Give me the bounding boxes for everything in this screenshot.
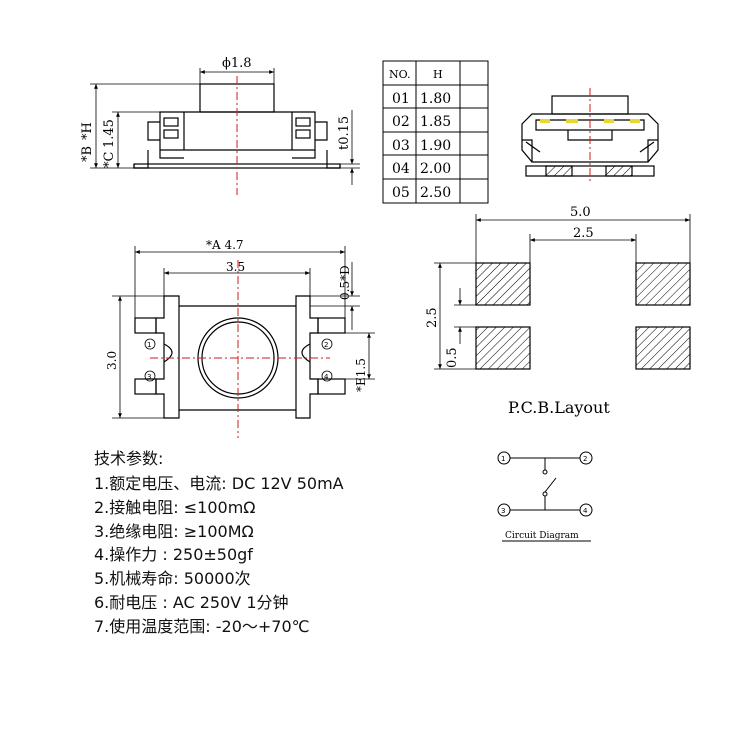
body-inner-lines [183, 112, 293, 150]
c-value: 1.45 [102, 119, 117, 148]
spec-item: 6.耐电压 : AC 250V 1分钟 [94, 592, 289, 612]
e-label: *E1.5 [354, 358, 368, 392]
spec-title: 技术参数: [94, 449, 164, 468]
table-cell: 01 [392, 91, 410, 107]
table-header-no: NO. [389, 68, 411, 81]
circuit-pin-label-2: 2 [583, 455, 587, 463]
spec-item: 2.接触电阻: ≤100mΩ [94, 497, 256, 517]
pin-label-4: 4 [324, 373, 329, 381]
table-cell: 05 [392, 185, 410, 201]
table-cell: 1.85 [420, 114, 451, 130]
t-dimension [340, 110, 360, 185]
switch-lever [544, 477, 557, 493]
terminal-4 [317, 378, 346, 395]
section-terminal-left [545, 165, 573, 177]
circuit-pin-label-4: 4 [583, 507, 588, 515]
circuit-pin-3 [497, 503, 511, 517]
terminal-2 [317, 317, 346, 334]
pcb-total-height: 2.5 [425, 307, 440, 328]
right-step [292, 150, 316, 159]
spec-item: 5.机械寿命: 50000次 [94, 569, 251, 589]
e-dimension [345, 332, 375, 380]
a-dimension [134, 246, 346, 318]
circuit-label: Circuit Diagram [505, 531, 579, 541]
table-cell: 02 [392, 114, 410, 130]
pcb-gap: 0.5 [445, 347, 460, 368]
table-cell: 2.00 [420, 161, 451, 177]
right-tab [315, 121, 328, 141]
h-label: *H [80, 122, 95, 140]
height-table [382, 60, 489, 204]
section-sides [522, 139, 658, 162]
circuit-pin-label-3: 3 [501, 507, 505, 515]
front-view [134, 295, 346, 419]
spec-item: 1.额定电压、电流: DC 12V 50mA [94, 474, 344, 493]
switch-body-front [155, 295, 319, 419]
left-inner-pad [163, 117, 179, 127]
table-cell: 03 [392, 138, 410, 154]
table-cell: 1.80 [420, 91, 451, 107]
left-step [159, 150, 184, 159]
right-inner-pad [295, 117, 311, 127]
table-header-h: H [433, 68, 443, 81]
spec-item: 3.绝缘电阻: ≥100MΩ [94, 521, 254, 541]
terminal-1 [134, 317, 157, 334]
t-label: t0.15 [337, 116, 352, 150]
left-tab [147, 121, 160, 141]
table-cell: 04 [392, 161, 410, 177]
right-inner-pad-2 [295, 129, 311, 139]
circuit-pin-1 [497, 451, 511, 465]
pcb-inner-width: 2.5 [573, 226, 594, 241]
contact-highlight [540, 119, 640, 123]
right-terminal [326, 150, 341, 169]
spec-item: 7.使用温度范围: -20～+70℃ [94, 616, 310, 636]
height-3-dimension [112, 295, 164, 419]
d-label: 0.5*D [338, 265, 352, 300]
pcb-pad-1 [475, 262, 531, 306]
pcb-pad-4 [635, 326, 691, 370]
section-terminal-right [605, 165, 633, 177]
d-dimension [310, 262, 360, 330]
front-pin-markers [144, 338, 333, 382]
pcb-title: P.C.B.Layout [508, 398, 610, 417]
pcb-dimensions [434, 214, 691, 370]
left-inner-pad-2 [163, 129, 179, 139]
body-width-label: 3.5 [226, 260, 245, 274]
h-dimension [90, 83, 200, 169]
diameter-label: ϕ1.8 [222, 56, 252, 71]
pin-label-2: 2 [324, 341, 328, 349]
circuit-pin-2 [579, 451, 593, 465]
table-cell: 1.90 [420, 138, 451, 154]
pin-label-3: 3 [147, 373, 151, 381]
pcb-pad-2 [635, 262, 691, 306]
spec-list: 技术参数: 1.额定电压、电流: DC 12V 50mA 2.接触电阻: ≤10… [94, 446, 344, 639]
height-3-label: 3.0 [105, 351, 119, 370]
left-notch [163, 343, 173, 363]
pcb-layout [475, 262, 691, 370]
right-notch [301, 343, 311, 363]
a-label: *A 4.7 [206, 238, 244, 252]
circuit-diagram [497, 451, 593, 542]
terminal-3 [134, 378, 157, 395]
pin-label-1: 1 [147, 341, 151, 349]
left-terminal [133, 150, 149, 169]
pcb-pad-3 [475, 326, 531, 370]
pcb-outer-width: 5.0 [570, 205, 591, 220]
table-cell: 2.50 [420, 185, 451, 201]
circuit-pin-label-1: 1 [501, 455, 505, 463]
c-label: *C [102, 152, 117, 169]
diameter-dimension [199, 68, 275, 84]
circuit-pin-4 [579, 503, 593, 517]
b-label: *B [80, 146, 95, 162]
spec-item: 4.操作力 : 250±50gf [94, 545, 253, 565]
